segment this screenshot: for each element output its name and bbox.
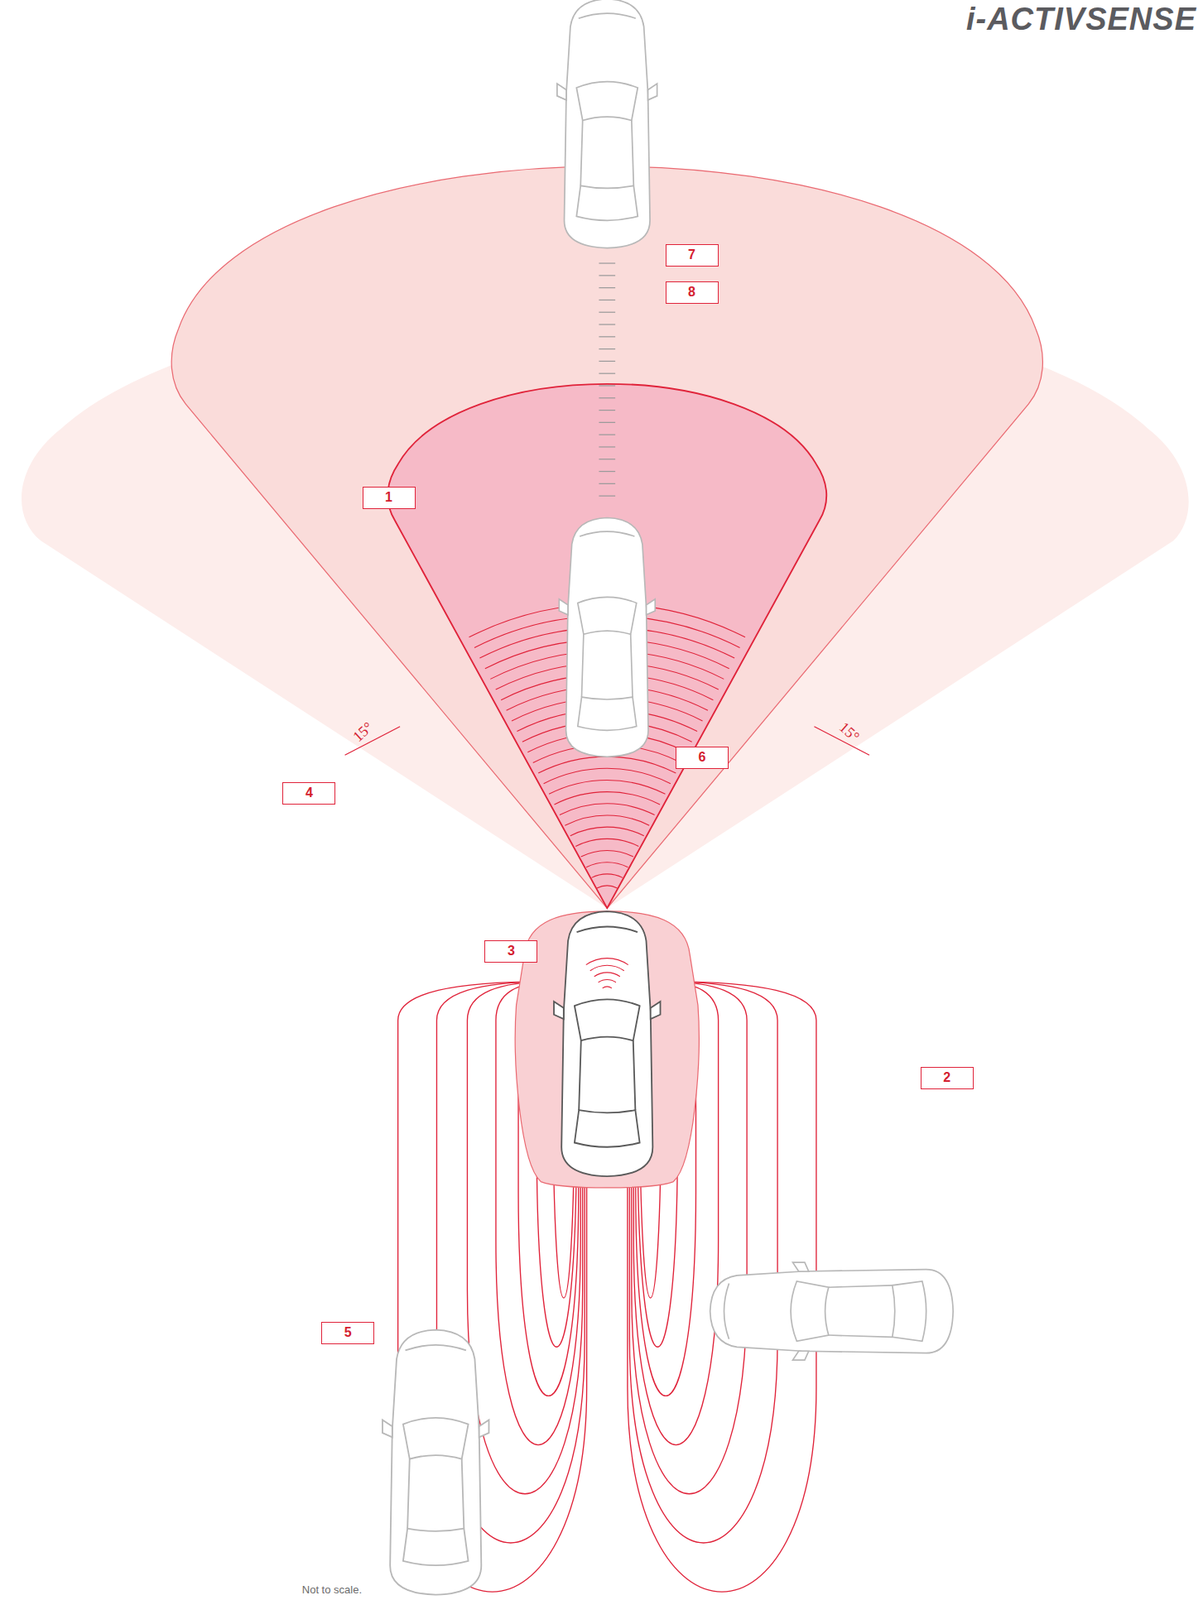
tick	[598, 483, 616, 485]
callout-number: 8	[665, 281, 719, 304]
tick	[598, 458, 616, 460]
car-crossing	[710, 1262, 953, 1361]
tick	[598, 495, 616, 497]
tick	[598, 299, 616, 301]
tick	[598, 446, 616, 448]
own-car	[553, 911, 661, 1177]
car-rear-left	[382, 1330, 490, 1596]
scale-note: Not to scale.	[302, 1583, 362, 1597]
wave-arc	[598, 979, 616, 982]
tick	[598, 471, 616, 472]
near-sensor-zone	[514, 911, 699, 1189]
callout-number: 6	[675, 746, 729, 770]
tick	[598, 434, 616, 436]
wave-arc	[594, 972, 621, 977]
tick	[598, 409, 616, 411]
wave-arc	[570, 827, 645, 837]
wave-arc	[586, 862, 628, 868]
wave-arc	[564, 815, 650, 826]
callout-number: 4	[282, 782, 336, 805]
wave-arc	[596, 885, 618, 889]
callout-number: 3	[484, 940, 538, 963]
hood-waves	[586, 958, 629, 989]
tick	[598, 384, 616, 386]
car-ahead-far	[557, 0, 658, 249]
car-ahead	[558, 517, 655, 757]
camera-zone	[387, 384, 827, 909]
callout-number: 7	[665, 244, 719, 267]
tick	[598, 312, 616, 313]
wave-arc	[559, 803, 655, 816]
wave-arc	[590, 965, 625, 971]
callout-number: 2	[920, 1067, 974, 1090]
radar-zone	[171, 166, 1043, 909]
tick	[598, 360, 616, 362]
wave-arc	[591, 874, 623, 879]
brand-title: i-ACTIVSENSE	[966, 1, 1197, 38]
callout-number: 5	[321, 1322, 375, 1345]
wave-arc	[575, 838, 639, 847]
tick	[598, 287, 616, 289]
wave-arc	[553, 792, 660, 805]
distance-ticks	[598, 263, 616, 496]
tick	[598, 262, 616, 264]
tick	[598, 422, 616, 424]
tick	[598, 274, 616, 276]
tick	[598, 348, 616, 350]
tick	[598, 397, 616, 399]
tick	[598, 336, 616, 337]
wave-arc	[586, 958, 629, 966]
wave-arc	[538, 756, 676, 774]
wave-arc	[602, 986, 612, 989]
wave-arc	[543, 768, 671, 784]
tick	[598, 373, 616, 375]
callout-number: 1	[362, 486, 416, 510]
tick	[598, 323, 616, 325]
wave-arc	[548, 779, 665, 794]
wave-arc	[581, 851, 634, 858]
